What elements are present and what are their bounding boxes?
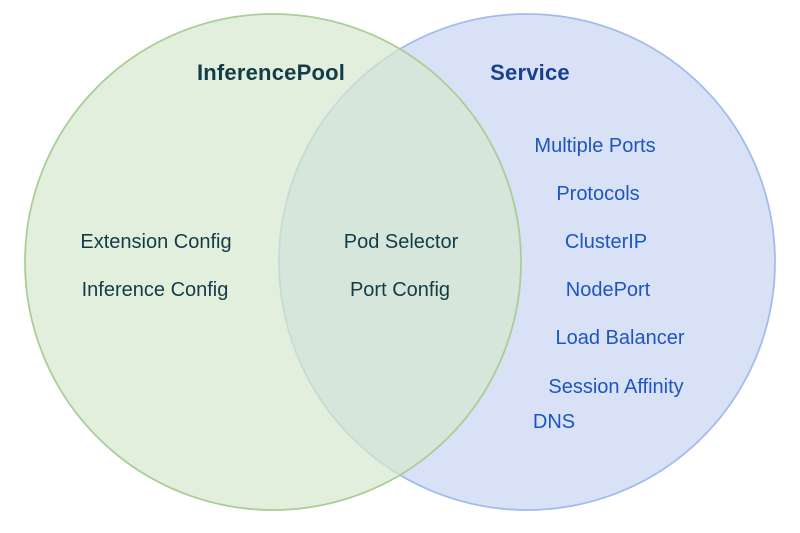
service-item-multiple-ports: Multiple Ports — [534, 135, 656, 157]
inferencepool-item-extension-config: Extension Config — [80, 231, 232, 253]
service-item-clusterip: ClusterIP — [564, 231, 648, 253]
service-item-protocols: Protocols — [556, 183, 640, 205]
service-item-session-affinity: Session Affinity — [548, 376, 684, 398]
inferencepool-title: InferencePool — [196, 60, 346, 85]
service-item-dns: DNS — [532, 411, 576, 433]
overlap-item-port-config: Port Config — [349, 279, 451, 301]
service-item-nodeport: NodePort — [565, 279, 651, 301]
overlap-item-pod-selector: Pod Selector — [343, 231, 459, 253]
service-item-load-balancer: Load Balancer — [555, 327, 685, 349]
inferencepool-item-inference-config: Inference Config — [81, 279, 229, 301]
service-title: Service — [490, 60, 570, 85]
inferencepool-circle — [24, 13, 522, 511]
